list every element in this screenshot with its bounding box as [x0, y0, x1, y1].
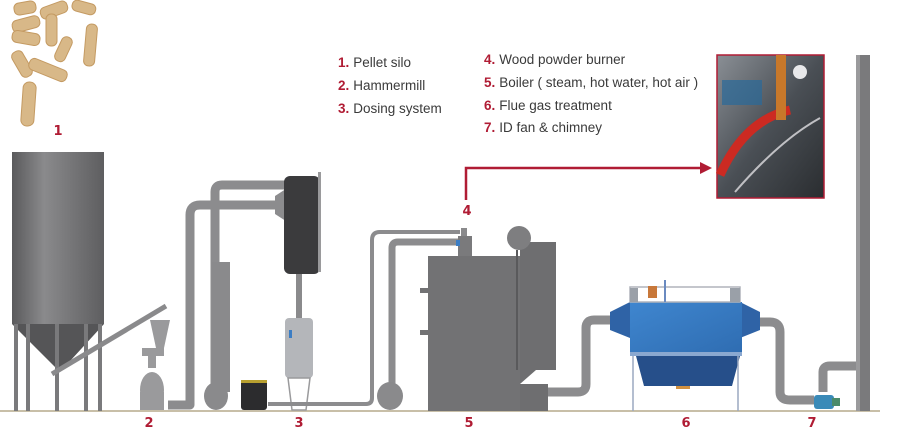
- legend-item-hammermill: 2.Hammermill: [338, 77, 426, 93]
- flue-duct: [548, 315, 858, 405]
- boiler: [420, 226, 556, 411]
- burner-fan: [377, 382, 403, 410]
- stage-marker-4: 4: [462, 204, 472, 219]
- stage-marker-5: 5: [464, 416, 474, 431]
- conveying-pipes: [168, 180, 290, 410]
- burner-callout-arrow: [464, 162, 712, 200]
- legend-item-pellet-silo: 1.Pellet silo: [338, 55, 412, 70]
- stage-marker-7: 7: [807, 416, 817, 431]
- dosing-system: [241, 318, 313, 411]
- id-fan: [814, 395, 840, 409]
- stage-marker-2: 2: [144, 416, 154, 431]
- legend-left: 1.Pellet silo 2.Hammermill 3.Dosing syst…: [338, 52, 442, 120]
- pellet-silo: [12, 152, 168, 411]
- legend-item-id-fan: 7.ID fan & chimney: [484, 120, 603, 136]
- mill-fan: [204, 262, 230, 410]
- stage-marker-3: 3: [294, 416, 304, 431]
- legend-item-burner: 4.Wood powder burner: [484, 52, 626, 67]
- legend-right: 4.Wood powder burner 5.Boiler ( steam, h…: [484, 49, 698, 140]
- wood-pellets-image: [11, 0, 98, 127]
- wood-powder-burner: [456, 228, 472, 256]
- burner-feed-pipes: [268, 230, 460, 406]
- cyclone-separator: [284, 172, 321, 334]
- burner-photo: [715, 54, 825, 199]
- legend-item-flue-gas: 6.Flue gas treatment: [484, 97, 612, 113]
- stage-marker-6: 6: [681, 416, 691, 431]
- legend-item-boiler: 5.Boiler ( steam, hot water, hot air ): [484, 74, 699, 90]
- legend-item-dosing-system: 3.Dosing system: [338, 100, 442, 116]
- stage-marker-1: 1: [53, 124, 63, 139]
- flue-gas-filter: [610, 280, 760, 411]
- chimney: [856, 55, 870, 411]
- hammermill: [140, 320, 170, 410]
